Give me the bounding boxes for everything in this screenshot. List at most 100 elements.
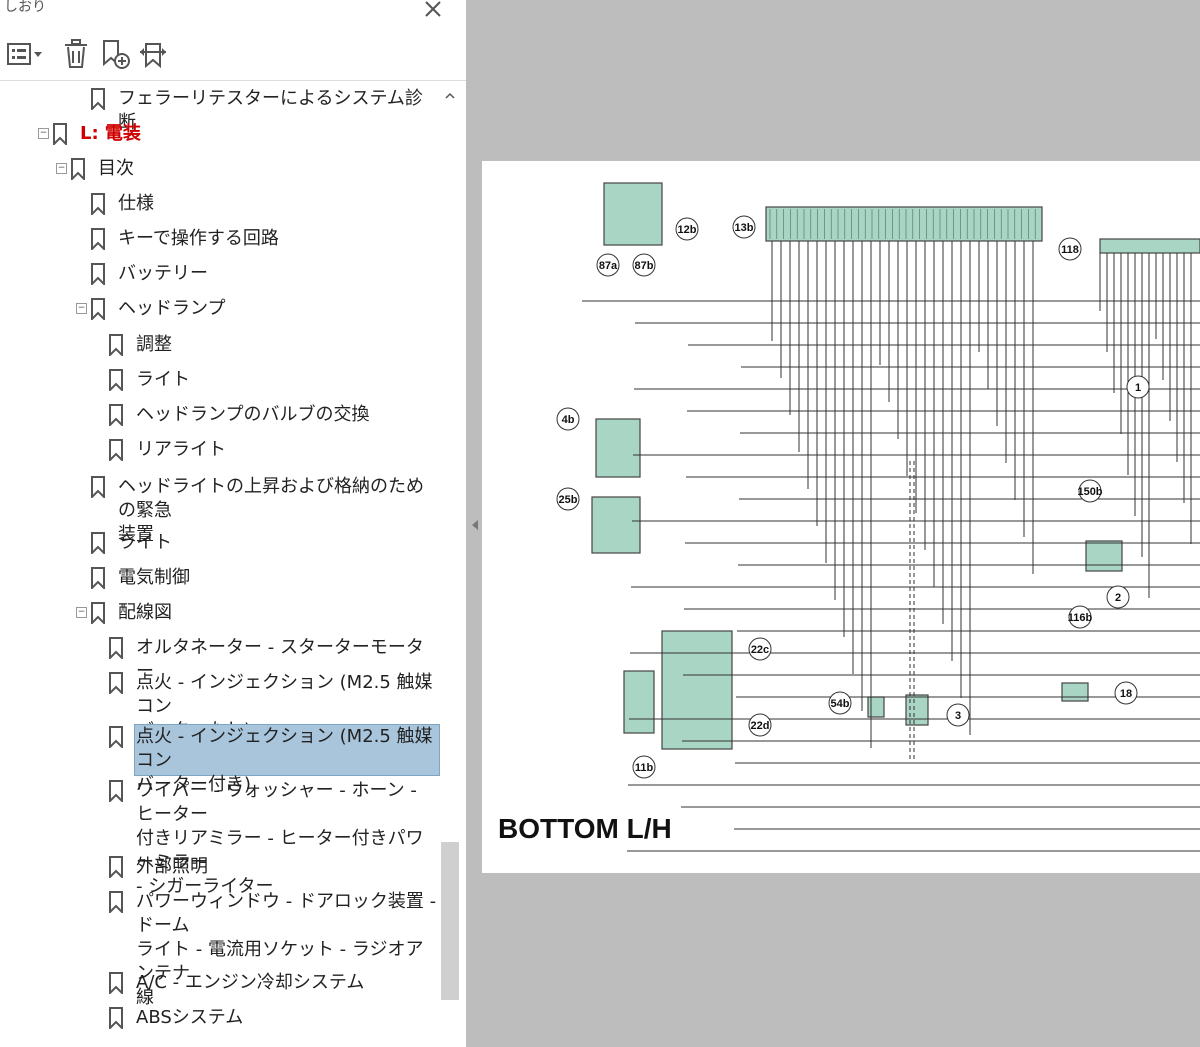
- bookmark-item[interactable]: 点火 - インジェクション (M2.5 触媒コンバーター付き): [0, 724, 440, 795]
- bookmark-icon: [91, 567, 105, 589]
- bookmark-item[interactable]: ABSシステム: [0, 1005, 440, 1037]
- bookmark-item[interactable]: ライト: [0, 530, 440, 562]
- component-label-circle: [1058, 237, 1082, 261]
- bookmark-label: ヘッドライトの上昇および格納のための緊急装置: [118, 475, 440, 547]
- component-label-circle: [632, 755, 656, 779]
- component-label: 150b: [1077, 486, 1102, 498]
- bookmark-icon: [91, 228, 105, 250]
- bookmark-item[interactable]: − L: 電装: [0, 121, 440, 153]
- bookmark-item[interactable]: ヘッドランプのバルブの交換: [0, 402, 440, 434]
- bookmark-label: オルタネーター - スターターモーター: [136, 636, 440, 684]
- component-box: [905, 694, 929, 726]
- bookmark-item[interactable]: パワーウィンドウ - ドアロック装置 - ドームライト - 電流用ソケット - …: [0, 889, 440, 1008]
- bookmark-label-line: ライト: [136, 369, 190, 390]
- bookmark-label: キーで操作する回路: [118, 227, 279, 251]
- bookmark-label: 調整: [136, 333, 172, 357]
- bookmark-item[interactable]: キーで操作する回路: [0, 226, 440, 258]
- component-label-circle: [748, 713, 772, 737]
- selection-highlight: [134, 724, 440, 776]
- collapse-toggle-icon[interactable]: −: [76, 607, 87, 618]
- bookmark-icon: [109, 856, 123, 878]
- component-label: 18: [1120, 688, 1132, 700]
- bookmark-label-line: L: 電装: [80, 123, 141, 144]
- new-bookmark-icon[interactable]: [100, 38, 132, 70]
- bookmark-icon: [109, 726, 123, 748]
- collapse-toggle-icon[interactable]: −: [76, 303, 87, 314]
- bookmark-label-line: リアライト: [136, 439, 226, 460]
- component-label: 118: [1061, 244, 1079, 256]
- bookmark-label-line: ライト: [118, 532, 172, 553]
- bookmark-item[interactable]: ワイパー - ウォッシャー - ホーン - ヒーター付きリアミラー - ヒーター…: [0, 778, 440, 897]
- component-label: 22d: [751, 720, 770, 732]
- component-box: [1099, 238, 1200, 254]
- bookmark-item[interactable]: 外部照明: [0, 854, 440, 886]
- bookmark-icon: [109, 334, 123, 356]
- bookmark-item[interactable]: フェラーリテスターによるシステム診断: [0, 86, 440, 133]
- collapse-toggle-icon[interactable]: −: [38, 128, 49, 139]
- bookmark-item[interactable]: ヘッドライトの上昇および格納のための緊急装置: [0, 474, 440, 545]
- bookmark-label-line: - シガーライター: [136, 876, 274, 897]
- bookmark-icon: [91, 532, 105, 554]
- bookmark-item[interactable]: オルタネーター - スターターモーター: [0, 635, 440, 682]
- bookmark-item[interactable]: −配線図: [0, 600, 440, 632]
- bookmark-item[interactable]: − 目次: [0, 156, 440, 188]
- bookmark-label: L: 電装: [80, 122, 141, 146]
- bookmark-label-line: ライト - 電流用ソケット - ラジオアンテナ: [136, 939, 424, 984]
- bookmark-label: バッテリー: [118, 262, 208, 286]
- chevron-up-icon[interactable]: [444, 90, 456, 102]
- component-label-circle: [556, 487, 580, 511]
- close-icon[interactable]: [420, 0, 446, 22]
- page-caption: BOTTOM L/H: [498, 813, 672, 844]
- bookmark-label-line: 装置: [118, 524, 154, 545]
- bookmark-item[interactable]: 調整: [0, 332, 440, 364]
- bookmark-item[interactable]: 点火 - インジェクション (M2.5 触媒コンバーターなし): [0, 670, 440, 741]
- bookmark-icon: [91, 88, 105, 110]
- component-box: [661, 630, 733, 750]
- bookmark-icon: [91, 193, 105, 215]
- component-label-circle: [675, 217, 699, 241]
- component-label: 25b: [559, 494, 578, 506]
- bookmark-label-line: ヘッドランプ: [118, 298, 226, 319]
- bookmark-item[interactable]: リアライト: [0, 437, 440, 469]
- component-box: [591, 496, 641, 554]
- bookmark-icon: [71, 158, 85, 180]
- bookmark-item[interactable]: ライト: [0, 367, 440, 399]
- trash-icon[interactable]: [62, 38, 90, 70]
- bookmark-label-line: 仕様: [118, 193, 154, 214]
- expand-bookmark-icon[interactable]: [138, 38, 170, 70]
- bookmark-item[interactable]: 仕様: [0, 191, 440, 223]
- bookmark-item[interactable]: 電気制御: [0, 565, 440, 597]
- component-label-circle: [828, 691, 852, 715]
- component-label: 4b: [562, 414, 575, 426]
- bookmark-label-line: 点火 - インジェクション (M2.5 触媒コン: [136, 726, 433, 771]
- bookmark-item[interactable]: バッテリー: [0, 261, 440, 293]
- bookmark-label: リアライト: [136, 438, 226, 462]
- bookmark-item[interactable]: − ヘッドランプ: [0, 296, 440, 328]
- component-label-circle: [1068, 605, 1092, 629]
- bookmark-label-line: フェラーリテスターによるシステム診断: [118, 88, 423, 133]
- bookmark-icon: [109, 780, 123, 802]
- options-menu-icon[interactable]: [6, 38, 44, 70]
- bookmark-label-line: バーター付き): [136, 774, 252, 795]
- bookmark-icon: [91, 263, 105, 285]
- component-box: [867, 696, 885, 718]
- component-label-circle: [748, 637, 772, 661]
- bookmark-label-line: 目次: [98, 158, 134, 179]
- component-label-circle: [596, 253, 620, 277]
- collapse-toggle-icon[interactable]: −: [56, 163, 67, 174]
- bookmark-icon: [109, 637, 123, 659]
- bookmark-item[interactable]: A/C - エンジン冷却システム: [0, 970, 440, 1002]
- component-label: 12b: [678, 224, 697, 236]
- component-label: 3: [955, 710, 961, 722]
- bookmark-label: 電気制御: [118, 566, 190, 590]
- bookmark-label-line: オルタネーター - スターターモーター: [136, 637, 424, 682]
- component-label-circle: [1114, 681, 1138, 705]
- scrollbar-thumb[interactable]: [441, 842, 459, 1000]
- bookmark-label: ヘッドランプのバルブの交換: [136, 403, 369, 427]
- collapse-panel-icon[interactable]: [470, 518, 480, 532]
- component-label-circle: [1078, 479, 1102, 503]
- component-label: 22c: [751, 644, 769, 656]
- component-label: 1: [1135, 382, 1141, 394]
- bookmark-icon: [91, 602, 105, 624]
